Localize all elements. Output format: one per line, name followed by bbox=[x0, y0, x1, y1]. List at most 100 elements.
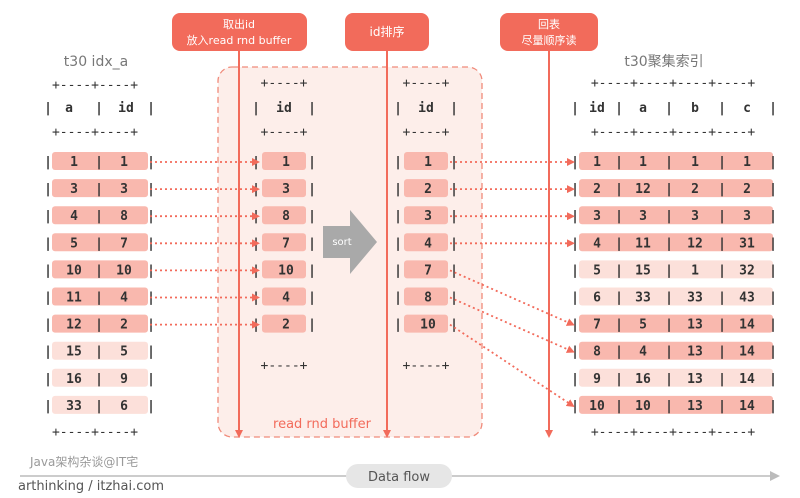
clustered-row-bg bbox=[579, 260, 773, 279]
buffer-sorted-border-bottom: +----+ bbox=[403, 359, 450, 374]
clustered-table-sep: | bbox=[718, 318, 726, 333]
clustered-table-sep: | bbox=[665, 345, 673, 360]
clustered-cell-a: 11 bbox=[635, 236, 651, 251]
index-table-sep: | bbox=[44, 345, 52, 360]
clustered-table-border-mid: +----+----+----+----+ bbox=[591, 125, 756, 140]
index-table-sep: | bbox=[44, 372, 52, 387]
clustered-cell-id: 8 bbox=[593, 345, 601, 360]
index-table-sep: | bbox=[44, 155, 52, 170]
clustered-cell-c: 14 bbox=[739, 372, 755, 387]
index-cell-a: 10 bbox=[66, 263, 82, 278]
clustered-cell-a: 16 bbox=[635, 372, 651, 387]
index-cell-id: 5 bbox=[120, 345, 128, 360]
index-table-border-top: +----+----+ bbox=[52, 78, 138, 93]
dataflow-label: Data flow bbox=[368, 470, 430, 485]
clustered-table-sep: | bbox=[718, 263, 726, 278]
index-table-header-id: id bbox=[118, 101, 134, 116]
buffer-sorted-cell: 10 bbox=[420, 318, 436, 333]
index-table-sep: | bbox=[44, 399, 52, 414]
buffer-sorted-sep: | bbox=[450, 101, 458, 116]
buffer-unsorted-ids: +----+|id|+----+|1||3||8||7||10||4||2|+-… bbox=[252, 76, 316, 374]
index-table-header-a: a bbox=[65, 101, 73, 116]
clustered-table-sep: | bbox=[615, 209, 623, 224]
clustered-cell-b: 1 bbox=[691, 263, 699, 278]
clustered-cell-b: 13 bbox=[687, 372, 703, 387]
index-table-sep: | bbox=[95, 372, 103, 387]
clustered-cell-id: 2 bbox=[593, 182, 601, 197]
clustered-table-sep: | bbox=[615, 155, 623, 170]
clustered-table-sep: | bbox=[615, 291, 623, 306]
callout-take-id: 取出id 放入read rnd buffer bbox=[172, 13, 307, 51]
callout-take-id-line1: 取出id bbox=[223, 17, 255, 31]
index-table-sep: | bbox=[147, 345, 155, 360]
index-cell-a: 11 bbox=[66, 291, 82, 306]
buffer-sorted-cell: 4 bbox=[424, 236, 432, 251]
clustered-table-sep: | bbox=[718, 236, 726, 251]
index-table-sep: | bbox=[95, 101, 103, 116]
clustered-table-sep: | bbox=[665, 182, 673, 197]
index-cell-a: 5 bbox=[70, 236, 78, 251]
callout-back-table-line1: 回表 bbox=[538, 17, 560, 31]
buffer-unsorted-cell-bg bbox=[262, 206, 306, 225]
buffer-unsorted-sep: | bbox=[308, 182, 316, 197]
clustered-table-sep: | bbox=[718, 101, 726, 116]
callout-take-id-line2: 放入read rnd buffer bbox=[187, 33, 292, 47]
buffer-sorted-cell: 3 bbox=[424, 209, 432, 224]
clustered-table-sep: | bbox=[571, 263, 579, 278]
buffer-sorted-cell-bg bbox=[404, 314, 448, 333]
buffer-unsorted-header: id bbox=[276, 101, 292, 116]
index-table-sep: | bbox=[44, 318, 52, 333]
buffer-unsorted-cell-bg bbox=[262, 260, 306, 279]
index-row-bg bbox=[52, 233, 148, 252]
index-table-sep: | bbox=[95, 155, 103, 170]
buffer-sorted-sep: | bbox=[394, 209, 402, 224]
index-table: +----+----+|a|id|+----+----+|1|1||3|3||4… bbox=[44, 78, 155, 440]
index-table-sep: | bbox=[147, 101, 155, 116]
index-table-sep: | bbox=[95, 318, 103, 333]
index-cell-id: 10 bbox=[116, 263, 132, 278]
clustered-table-sep: | bbox=[571, 209, 579, 224]
clustered-cell-id: 3 bbox=[593, 209, 601, 224]
buffer-sorted-cell-bg bbox=[404, 233, 448, 252]
clustered-cell-b: 13 bbox=[687, 345, 703, 360]
buffer-sorted-sep: | bbox=[394, 263, 402, 278]
clustered-table-sep: | bbox=[718, 345, 726, 360]
clustered-cell-c: 32 bbox=[739, 263, 755, 278]
callout-back-table: 回表 尽量顺序读 bbox=[500, 13, 598, 51]
buffer-unsorted-sep: | bbox=[308, 318, 316, 333]
buffer-unsorted-border-top: +----+ bbox=[261, 76, 308, 91]
clustered-cell-c: 43 bbox=[739, 291, 755, 306]
buffer-unsorted-cell: 7 bbox=[282, 236, 290, 251]
index-cell-id: 6 bbox=[120, 399, 128, 414]
buffer-unsorted-sep: | bbox=[308, 236, 316, 251]
buffer-sorted-cell-bg bbox=[404, 179, 448, 198]
clustered-table-sep: | bbox=[665, 236, 673, 251]
index-table-sep: | bbox=[95, 263, 103, 278]
clustered-table-sep: | bbox=[769, 263, 777, 278]
index-cell-id: 8 bbox=[120, 209, 128, 224]
clustered-cell-id: 10 bbox=[589, 399, 605, 414]
clustered-table-sep: | bbox=[769, 372, 777, 387]
clustered-table-sep: | bbox=[615, 399, 623, 414]
index-row-bg bbox=[52, 179, 148, 198]
buffer-sorted-cell-bg bbox=[404, 152, 448, 170]
index-table-sep: | bbox=[44, 209, 52, 224]
clustered-table-sep: | bbox=[665, 372, 673, 387]
buffer-sorted-sep: | bbox=[394, 101, 402, 116]
index-cell-id: 9 bbox=[120, 372, 128, 387]
index-table-sep: | bbox=[95, 345, 103, 360]
index-row-bg bbox=[52, 395, 148, 414]
index-cell-a: 1 bbox=[70, 155, 78, 170]
clustered-table-sep: | bbox=[615, 263, 623, 278]
dotted-links bbox=[150, 158, 575, 408]
clustered-header-id: id bbox=[589, 101, 605, 116]
clustered-table-border-bottom: +----+----+----+----+ bbox=[591, 425, 756, 440]
clustered-cell-b: 13 bbox=[687, 399, 703, 414]
clustered-cell-b: 2 bbox=[691, 182, 699, 197]
clustered-table-sep: | bbox=[571, 291, 579, 306]
clustered-table-sep: | bbox=[665, 101, 673, 116]
clustered-cell-id: 9 bbox=[593, 372, 601, 387]
clustered-table-sep: | bbox=[571, 318, 579, 333]
clustered-cell-a: 4 bbox=[639, 345, 647, 360]
